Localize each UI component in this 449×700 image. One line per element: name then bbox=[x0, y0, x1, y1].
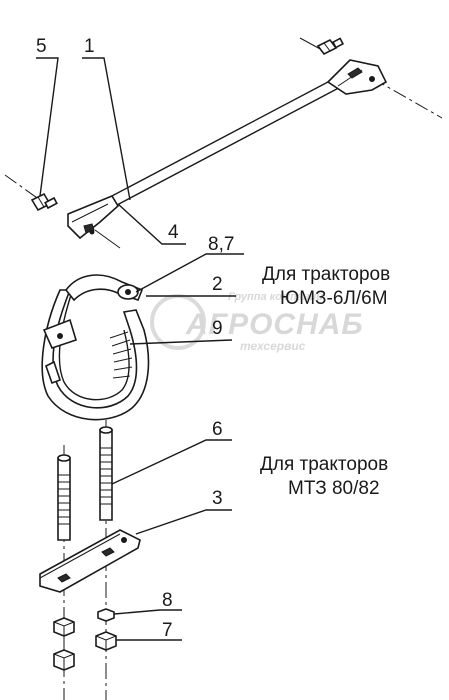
caption-mtz-line1: Для тракторов bbox=[260, 454, 388, 475]
left-rod-bracket bbox=[67, 194, 120, 240]
leader-lines bbox=[36, 57, 244, 641]
caption-yumz-line1: Для тракторов bbox=[262, 264, 390, 285]
callout-6: 6 bbox=[212, 419, 223, 440]
mounting-kit-assembly bbox=[39, 420, 141, 700]
callout-4: 4 bbox=[168, 222, 179, 243]
svg-text:техсервис: техсервис bbox=[240, 339, 306, 353]
watermark-logo: Группа компаний АГРОСНАБ техсервис bbox=[150, 291, 364, 353]
callout-3: 3 bbox=[212, 488, 223, 509]
right-washer bbox=[97, 608, 115, 622]
callout-7: 7 bbox=[162, 620, 173, 641]
upper-rod-assembly bbox=[4, 37, 443, 249]
mounting-plate bbox=[39, 529, 141, 593]
caption-mtz-line2: МТЗ 80/82 bbox=[288, 478, 380, 499]
right-stud bbox=[99, 426, 113, 521]
callout-8: 8 bbox=[162, 590, 173, 611]
right-bolt bbox=[316, 37, 345, 56]
right-rod-bracket bbox=[326, 59, 388, 95]
callout-9: 9 bbox=[212, 318, 223, 339]
clamp-band-assembly bbox=[41, 274, 150, 421]
callout-2: 2 bbox=[212, 274, 223, 295]
left-bolt bbox=[30, 192, 58, 212]
svg-text:АГРОСНАБ: АГРОСНАБ bbox=[185, 308, 364, 341]
left-nut-lower bbox=[53, 649, 75, 671]
right-nut bbox=[95, 631, 117, 651]
callout-5: 5 bbox=[36, 36, 47, 57]
ribbed-strap bbox=[109, 331, 133, 379]
svg-text:Группа компаний: Группа компаний bbox=[228, 291, 323, 303]
left-nut-upper bbox=[53, 617, 75, 637]
callout-8-7: 8,7 bbox=[208, 234, 234, 255]
caption-yumz-line2: ЮМЗ-6Л/6М bbox=[280, 288, 388, 309]
left-stud bbox=[57, 454, 71, 541]
callout-1: 1 bbox=[84, 36, 95, 57]
